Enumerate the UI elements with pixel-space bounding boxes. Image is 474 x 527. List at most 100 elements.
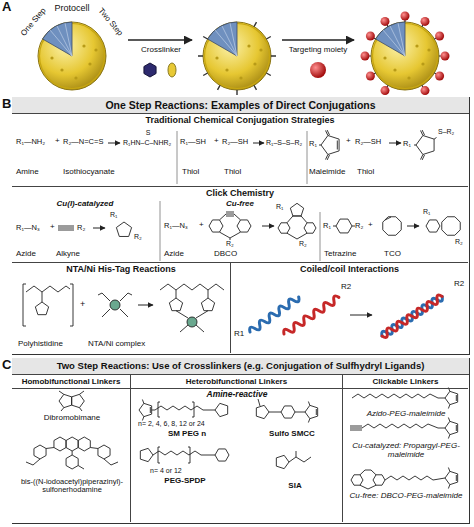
plus-sign: + xyxy=(199,221,207,230)
reagent-name: NTA/Ni complex xyxy=(88,340,152,349)
reaction-section: Coiled/coil Interactions xyxy=(230,262,468,353)
formula: R₂—N=C=S xyxy=(63,138,107,146)
linker-note: n= 4 or 12 xyxy=(150,467,200,475)
reaction-arrow xyxy=(93,143,419,315)
protocell-illustration xyxy=(369,20,441,87)
chemical-structure xyxy=(42,292,43,302)
chemical-structure xyxy=(416,130,434,160)
linker-name: SM PEG n xyxy=(157,430,217,439)
reagent-name: Thiol xyxy=(357,168,387,177)
reagent-icon xyxy=(310,62,326,78)
reagent-name: Thiol xyxy=(182,168,212,177)
protocell-illustration xyxy=(198,22,276,95)
section-header: NTA/Ni His-Tag Reactions xyxy=(12,263,230,275)
chemical-structure xyxy=(287,216,307,239)
protocell-illustration xyxy=(366,32,375,41)
condition-label: Cu-free xyxy=(210,200,270,209)
reagent-name: Azide xyxy=(16,250,46,259)
step-label: Two Step xyxy=(94,4,126,40)
protocell-illustration xyxy=(361,52,370,61)
chemical-structure xyxy=(160,284,224,290)
chemical-structure xyxy=(434,138,436,140)
linker-name: Azido-PEG-maleimide xyxy=(346,410,466,419)
reagent-name: Polyhistidine xyxy=(18,340,78,349)
linker-name: Dibromobimane xyxy=(17,414,127,423)
chemical-structure xyxy=(176,290,177,298)
reaction-divider xyxy=(320,212,321,261)
coiled-coil-helix xyxy=(282,294,341,336)
reagent-name: DBCO xyxy=(214,250,244,259)
chemical-structure xyxy=(383,217,401,235)
formula: R₂—SH xyxy=(355,138,385,146)
reaction-arrow xyxy=(138,305,153,306)
chemical-structure xyxy=(385,217,391,220)
formula: R₂ xyxy=(355,222,365,230)
reagent-name: Amine xyxy=(16,168,56,177)
linker-structure xyxy=(158,402,194,417)
linker-name: PEG-SPDP xyxy=(155,477,215,486)
linker-structure xyxy=(78,437,90,451)
coiled-coil-helix xyxy=(282,294,341,336)
step-label: One Step xyxy=(18,4,50,40)
protocell-illustration xyxy=(421,17,430,26)
linker-structure xyxy=(289,451,311,462)
reaction-divider xyxy=(160,201,161,261)
reaction-section: Click Chemistry xyxy=(12,186,468,262)
linker-structure xyxy=(59,391,84,411)
peptide-label: R2 xyxy=(454,280,466,289)
linker-structure xyxy=(66,455,78,469)
linker-structure xyxy=(445,388,458,409)
chemical-structure xyxy=(442,217,460,235)
chemical-structure xyxy=(98,293,132,317)
reagent-name: Alkyne xyxy=(56,250,90,259)
plus-sign: + xyxy=(214,137,222,146)
chemical-structure xyxy=(187,317,197,327)
reagent-name: TCO xyxy=(384,250,404,259)
linker-column: Heterobifunctional Linkers xyxy=(130,375,342,522)
chemical-structure xyxy=(116,222,131,236)
reagent-icon xyxy=(144,63,156,77)
formula: R₁—N₃ xyxy=(16,224,50,232)
formula: R₂ xyxy=(455,238,465,246)
formula: R₁—SH xyxy=(180,138,216,146)
linker-structure xyxy=(139,400,152,421)
formula: R₁–S–S–R₂ xyxy=(266,139,304,147)
reaction-panel: Two Step Reactions: Use of Crosslinkers … xyxy=(12,358,470,524)
formula: R₁ xyxy=(423,208,433,216)
reagent-name: Isothiocyanate xyxy=(63,168,133,177)
chemical-structure xyxy=(278,223,290,233)
linker-structure xyxy=(445,418,458,439)
section-header: Click Chemistry xyxy=(12,187,468,199)
formula: R₁ xyxy=(403,140,413,148)
panel-letter: A xyxy=(2,0,14,14)
column-header: Heterobifunctional Linkers xyxy=(131,375,342,389)
protocell-illustration xyxy=(421,86,430,95)
reaction-arrow xyxy=(108,143,120,144)
reaction-arrow xyxy=(389,143,401,144)
plus-sign: + xyxy=(80,300,88,310)
linker-name: SIA xyxy=(280,482,310,491)
linker-column: Clickable Linkers xyxy=(342,375,468,522)
protocell-illustration xyxy=(435,32,444,41)
coiled-coil-helix xyxy=(248,294,444,339)
chemical-structure xyxy=(176,311,208,332)
chemical-structure xyxy=(208,290,209,298)
formula: R₂ xyxy=(134,233,144,241)
linker-structure xyxy=(256,405,269,418)
linker-structure xyxy=(360,470,376,489)
linker-structure xyxy=(362,424,445,428)
linker-structure xyxy=(66,437,78,451)
chemical-structure xyxy=(23,284,73,326)
linker-structure xyxy=(373,475,385,485)
formula: S xyxy=(144,129,152,137)
linker-name: Cu-free: DBCO-PEG-maleimide xyxy=(346,492,466,501)
chemical-structure xyxy=(426,220,440,232)
reagent-icon xyxy=(168,63,176,77)
plus-sign: + xyxy=(346,137,354,146)
panel-header: One Step Reactions: Examples of Direct C… xyxy=(12,97,469,114)
linker-structure xyxy=(215,403,228,416)
chemical-structure xyxy=(290,203,303,216)
